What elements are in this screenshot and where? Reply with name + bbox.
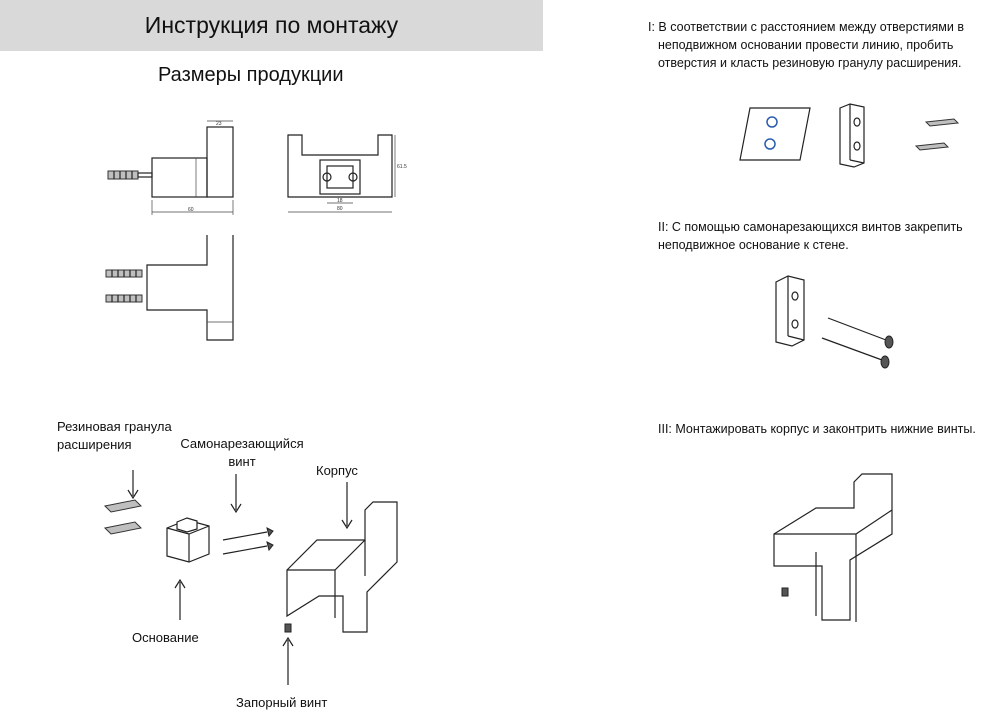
step-2-text: II: С помощью самонарезающихся винтов за… [658, 220, 963, 252]
step-1-illustration [739, 103, 960, 168]
arrow-down-icon [230, 474, 242, 514]
base-icon [166, 517, 210, 563]
section-view-drawing [105, 235, 234, 341]
screw-label: Самонарезающийся винт [180, 436, 304, 469]
hook-body-icon [284, 501, 398, 633]
dim-height-label: 61.5 [397, 164, 407, 170]
arrow-down-icon [341, 482, 353, 530]
arrow-up-icon [282, 636, 294, 685]
step-3-illustration [773, 473, 893, 622]
base-label: Основание [132, 630, 199, 645]
page-title: Инструкция по монтажу [144, 12, 399, 38]
header-bar [0, 0, 543, 51]
step-2-illustration [775, 275, 894, 369]
lock-screw-label: Запорный винт [236, 695, 328, 710]
dim-width-label: 23 [216, 121, 222, 127]
step-3-text: III: Монтажировать корпус и законтрить н… [658, 422, 976, 436]
arrow-up-icon [174, 578, 186, 620]
dimensions-title: Размеры продукции [158, 64, 344, 86]
exploded-view-drawing [103, 470, 398, 685]
front-view-drawing: 61.5 18 80 [287, 134, 407, 213]
dim-total-label: 80 [337, 206, 343, 212]
dowel-icon [103, 499, 143, 535]
side-view-drawing: 23 60 [107, 120, 234, 215]
dim-length-label: 60 [188, 207, 194, 213]
dowel-label: Резиновая гранула расширения [57, 419, 172, 452]
step-1-text: I: В соответствии с расстоянием между от… [648, 20, 964, 70]
dim-hole-label: 18 [337, 198, 343, 204]
body-label: Корпус [316, 463, 358, 478]
screw-icon [222, 527, 274, 555]
arrow-down-icon [127, 470, 139, 500]
